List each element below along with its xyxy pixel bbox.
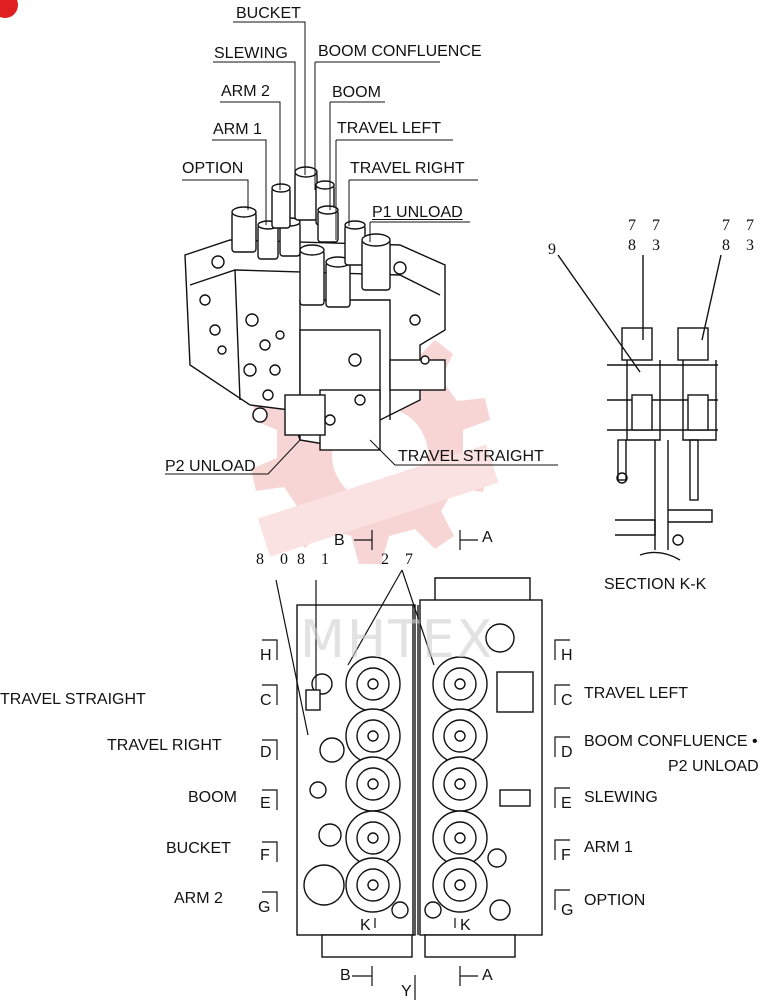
right-letter-d: D <box>561 744 573 761</box>
bottom-left-label-bucket: BUCKET <box>166 840 231 857</box>
callout-80: 8 0 <box>256 551 294 568</box>
watermark-text: MHTEX <box>300 610 495 670</box>
label-p1-unload: P1 UNLOAD <box>372 204 463 221</box>
bottom-left-label-travel-right: TRAVEL RIGHT <box>107 737 222 754</box>
left-letter-h: H <box>260 647 272 664</box>
corner-badge <box>0 0 18 18</box>
left-letter-g: G <box>258 899 271 916</box>
section-arrow-k-left: K <box>360 917 371 934</box>
top-leader-lines <box>165 21 558 475</box>
label-arm1: ARM 1 <box>213 121 262 138</box>
right-letter-f: F <box>561 847 571 864</box>
section-arrow-k-right: K <box>460 917 471 934</box>
callout-77-b: 7 7 <box>722 217 760 234</box>
bottom-right-label-slewing: SLEWING <box>584 789 658 806</box>
label-travel-left: TRAVEL LEFT <box>337 120 442 137</box>
section-title: SECTION K-K <box>604 576 707 593</box>
bottom-right-label-p2-unload: P2 UNLOAD <box>668 758 759 775</box>
bottom-left-label-travel-straight: TRAVEL STRAIGHT <box>0 691 146 708</box>
bottom-left-label-arm2: ARM 2 <box>174 890 223 907</box>
callout-83-b: 8 3 <box>722 237 760 254</box>
callout-9: 9 <box>548 241 562 258</box>
control-valve-isometric <box>184 166 446 451</box>
section-arrow-a-top: A <box>482 529 493 546</box>
section-k-k-drawing <box>557 254 722 561</box>
right-letter-c: C <box>561 692 573 709</box>
bottom-left-label-boom: BOOM <box>188 789 237 806</box>
callout-83-a: 8 3 <box>628 237 666 254</box>
label-option: OPTION <box>182 160 244 177</box>
control-valve-bottom-view <box>296 577 543 958</box>
callout-27: 2 7 <box>381 551 419 568</box>
right-letter-g: G <box>561 902 574 919</box>
bottom-right-label-arm1: ARM 1 <box>584 839 633 856</box>
left-spool-bosses <box>303 656 409 919</box>
bottom-view-section-markers <box>262 530 570 1000</box>
bottom-right-label-travel-left: TRAVEL LEFT <box>584 685 689 702</box>
section-arrow-a-bottom: A <box>482 967 493 984</box>
left-letter-c: C <box>260 692 272 709</box>
right-letter-e: E <box>561 795 572 812</box>
callout-77-a: 7 7 <box>628 217 666 234</box>
bottom-right-label-boom-confluence: BOOM CONFLUENCE • <box>584 733 758 750</box>
left-letter-f: F <box>260 847 270 864</box>
label-travel-right: TRAVEL RIGHT <box>350 160 465 177</box>
section-arrow-b-top: B <box>334 532 345 549</box>
label-arm2: ARM 2 <box>221 83 270 100</box>
left-letter-d: D <box>260 744 272 761</box>
right-spool-bosses <box>424 623 515 921</box>
label-slewing: SLEWING <box>214 45 288 62</box>
label-bucket: BUCKET <box>236 5 301 22</box>
bottom-right-label-option: OPTION <box>584 892 646 909</box>
right-letter-h: H <box>561 647 573 664</box>
label-travel-straight: TRAVEL STRAIGHT <box>398 448 544 465</box>
label-p2-unload: P2 UNLOAD <box>165 458 256 475</box>
left-letter-e: E <box>260 795 271 812</box>
section-arrow-y: Y <box>401 983 412 1000</box>
label-boom-confluence: BOOM CONFLUENCE <box>318 43 482 60</box>
section-arrow-b-bottom: B <box>340 967 351 984</box>
callout-81: 8 1 <box>297 551 335 568</box>
label-boom: BOOM <box>332 84 381 101</box>
